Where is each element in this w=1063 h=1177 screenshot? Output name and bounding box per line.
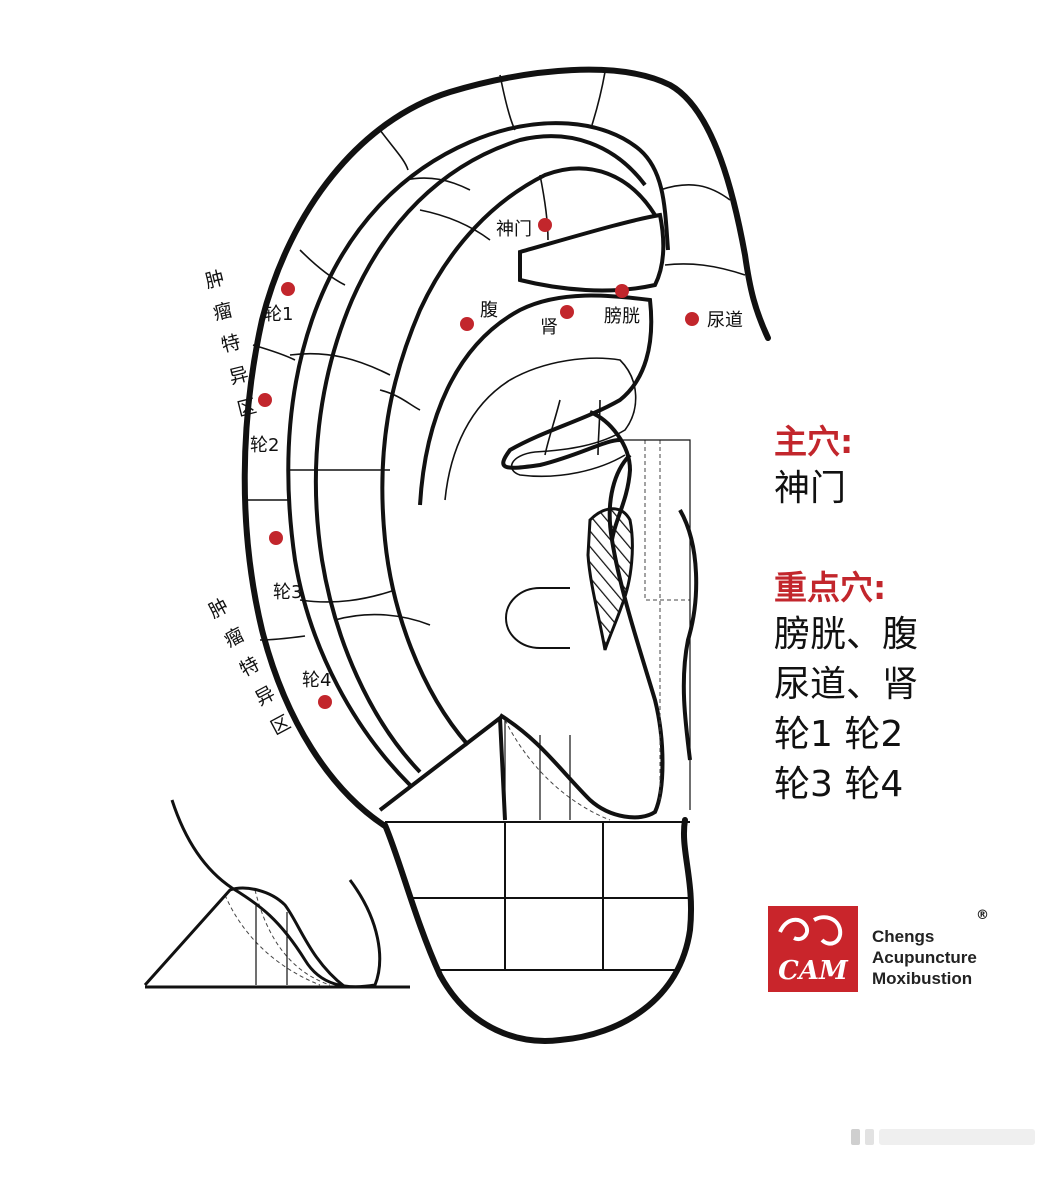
helix-ridge <box>286 121 670 787</box>
tragus-outer <box>678 509 699 761</box>
cam-logo: CAM Chengs Acupuncture Moxibustion ® <box>768 906 989 992</box>
superior-crus <box>518 212 666 293</box>
cam-logo-mark: CAM <box>768 906 858 992</box>
main-points-heading: 主穴: <box>774 422 854 461</box>
cam-mark-text: CAM <box>778 956 848 986</box>
dashed-guides <box>224 440 690 986</box>
dot-pangguang <box>615 284 629 298</box>
antihelix-outer <box>313 134 647 774</box>
label-niaodao: 尿道 <box>707 310 743 331</box>
label-shenmen: 神门 <box>496 219 532 240</box>
acupoint-labels: 神门 腹 肾 膀胱 尿道 轮1 轮2 轮3 轮4 <box>250 219 743 691</box>
antihelix-inner <box>380 166 657 747</box>
label-shen: 肾 <box>540 317 558 338</box>
page-indicator-current[interactable] <box>851 1129 860 1145</box>
logo-word: Acupuncture <box>872 948 977 967</box>
concha-outline <box>444 357 637 501</box>
dot-niaodao <box>685 312 699 326</box>
dot-shenmen <box>538 218 552 232</box>
cam-logo-words: Chengs Acupuncture Moxibustion <box>872 926 977 989</box>
dot-shen <box>560 305 574 319</box>
antihelix-subdivisions <box>289 174 601 626</box>
key-points-line: 尿道、肾 <box>774 664 919 705</box>
main-points-value: 神门 <box>774 468 847 509</box>
logo-word: Chengs <box>872 927 935 946</box>
side-ear-triangle <box>143 886 410 989</box>
swirl-icon <box>778 915 843 946</box>
lobe-grid <box>385 821 690 971</box>
inferior-crus <box>418 293 654 506</box>
label-lun1: 轮1 <box>264 304 293 325</box>
registered-mark: ® <box>976 908 989 923</box>
dot-lun4 <box>318 695 332 709</box>
acupoint-dots <box>258 218 699 709</box>
antihelix-triangle <box>378 714 507 821</box>
key-points-line: 轮3 轮4 <box>774 764 904 805</box>
dot-lun2 <box>258 393 272 407</box>
dot-lun1 <box>281 282 295 296</box>
logo-word: Moxibustion <box>872 969 973 988</box>
key-points-heading: 重点穴: <box>774 568 887 607</box>
page-indicator-track[interactable] <box>879 1129 1035 1145</box>
page-indicator-dot[interactable] <box>865 1129 874 1145</box>
label-pangguang: 膀胱 <box>604 306 640 327</box>
dot-lun3 <box>269 531 283 545</box>
side-ear-outline <box>170 799 382 989</box>
helix-subdivisions <box>244 71 746 641</box>
key-points-line: 膀胱、腹 <box>774 614 919 655</box>
legend: 主穴: 神门 重点穴: 膀胱、腹 尿道、肾 轮1 轮2 轮3 轮4 <box>774 420 1034 810</box>
label-lun4: 轮4 <box>302 670 331 691</box>
key-points-line: 轮1 轮2 <box>774 714 904 755</box>
ear-outer-contour <box>241 66 771 829</box>
page-indicator[interactable] <box>851 1128 1035 1146</box>
intertragic-notch <box>504 587 570 649</box>
antitragus <box>498 453 665 820</box>
legend-spacer <box>774 514 1034 566</box>
earlobe <box>382 817 694 1044</box>
hatched-region <box>586 507 634 651</box>
label-lun2: 轮2 <box>250 435 279 456</box>
dot-fu <box>460 317 474 331</box>
label-fu: 腹 <box>480 300 498 321</box>
label-lun3: 轮3 <box>273 582 302 603</box>
